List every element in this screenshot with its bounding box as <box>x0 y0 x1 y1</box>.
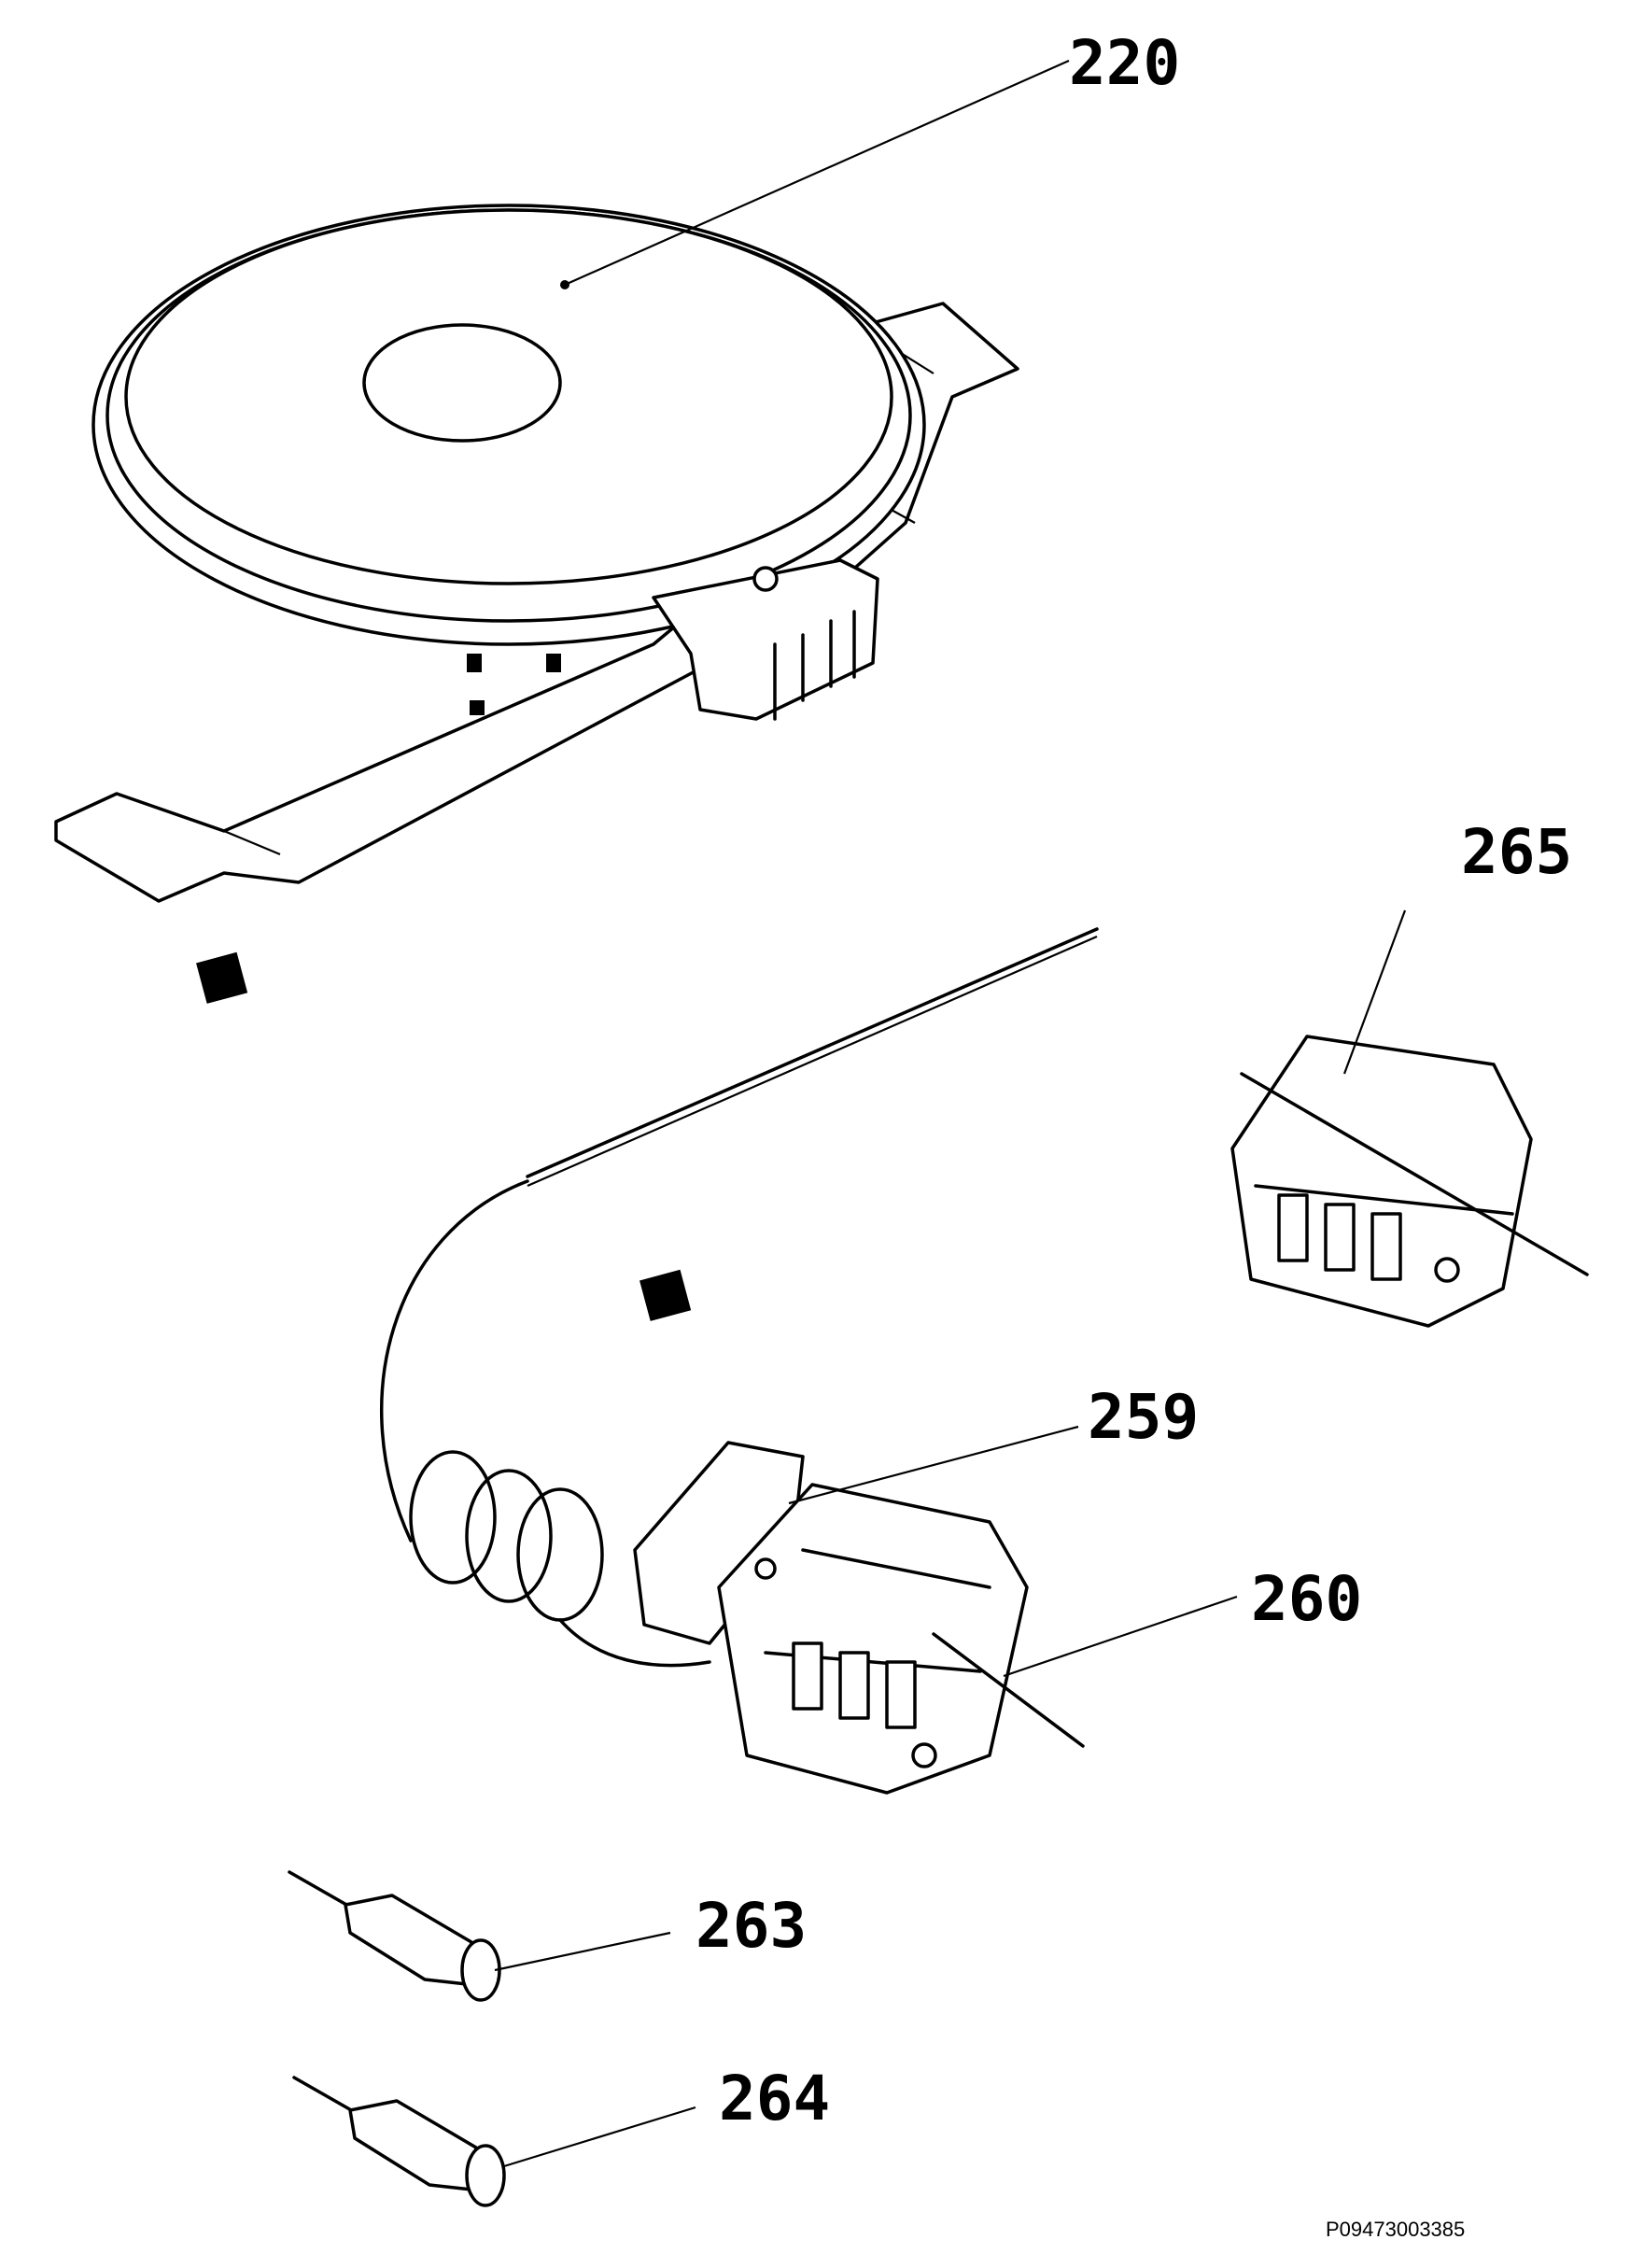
hotplate-220 <box>54 204 1019 903</box>
hotplate-terminal-block <box>652 558 879 721</box>
callout-220: 220 <box>1069 27 1180 99</box>
small-square-part <box>639 1269 692 1321</box>
screw <box>467 654 482 672</box>
screw <box>546 654 561 672</box>
selector-switch-260 <box>717 1483 1029 1795</box>
lamp-lens <box>460 1938 501 2002</box>
hotplate-surface <box>124 208 893 585</box>
leader-line-264 <box>503 2106 696 2168</box>
hotplate-center-disc <box>362 323 562 443</box>
diagram-reference-code: P09473003385 <box>1326 2218 1465 2241</box>
capillary-coil <box>409 1450 497 1585</box>
capillary-probe <box>526 927 1099 1178</box>
leader-line-260 <box>1003 1595 1238 1678</box>
bracket-fold-line <box>223 829 281 856</box>
callout-260: 260 <box>1251 1563 1362 1635</box>
callout-259: 259 <box>1088 1381 1199 1453</box>
switch-assembly-259-260 <box>633 1441 1085 1795</box>
callout-265: 265 <box>1461 816 1572 888</box>
small-square-part <box>196 951 248 1004</box>
hotplate-bracket <box>54 302 1019 903</box>
indicator-lamp-264 <box>292 2076 506 2207</box>
callout-263: 263 <box>696 1890 807 1962</box>
switch-shaft <box>932 1632 1085 1748</box>
leader-line-259 <box>788 1425 1079 1505</box>
switch-265-body <box>1230 1035 1533 1328</box>
lamp-lens <box>465 2144 506 2207</box>
switch-265 <box>1230 1035 1589 1328</box>
switch-265-shaft <box>1240 1072 1589 1276</box>
thermostat-capillary <box>379 927 1099 1668</box>
leader-line-263 <box>494 1931 671 1972</box>
leader-line-265 <box>1342 909 1407 1075</box>
callout-264: 264 <box>719 2063 830 2134</box>
indicator-lamp-263 <box>288 1870 501 2002</box>
leader-line-220 <box>564 59 1070 287</box>
